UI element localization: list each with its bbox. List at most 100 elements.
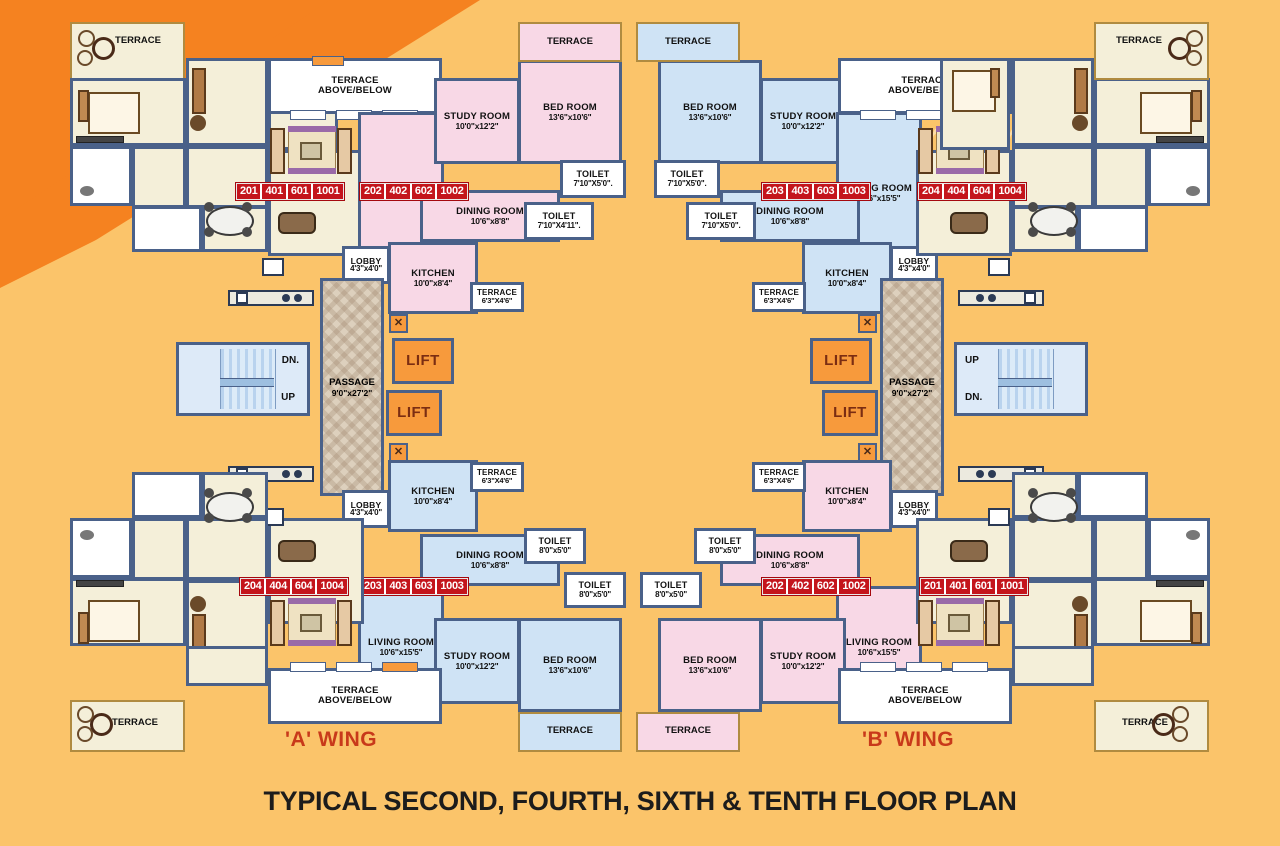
room-study-bl: STUDY ROOM 10'0"x12'2" — [434, 618, 520, 704]
room-label: LOBBY — [898, 499, 930, 510]
passage-dim: 9'0"x27'2" — [891, 387, 933, 398]
furniture-sofa — [918, 128, 933, 174]
lift-left-1[interactable]: LIFT — [392, 338, 454, 384]
room-dim: 13'6"x10'6" — [548, 664, 592, 675]
fixture-wc — [80, 186, 94, 196]
room-label: TOILET — [542, 211, 576, 222]
room-toilet-bl-corner — [70, 518, 132, 578]
room-dim: 6'3"X4'6" — [481, 296, 513, 306]
room-dim: 7'10"X5'0". — [667, 178, 707, 188]
room-bedroom-br: BED ROOM 13'6"x10'6" — [658, 618, 762, 712]
room-dim: 4'3"x4'0" — [350, 508, 382, 518]
wing-label-a: 'A' WING — [285, 728, 378, 751]
furniture-cabinet — [1074, 68, 1088, 114]
room-dim: 4'3"x4'0" — [898, 508, 930, 518]
room-label: STUDY ROOM — [769, 110, 837, 122]
room-label: TOILET — [708, 536, 742, 547]
furniture-sofa — [918, 600, 933, 646]
fixture-sink — [1024, 292, 1036, 304]
room-lobby-tl: LOBBY 4'3"x4'0" — [342, 246, 390, 284]
terrace-bottom-right-corner — [1094, 700, 1209, 752]
unit-number: 204 — [241, 579, 267, 594]
room-dim: 4'3"x4'0" — [350, 264, 382, 274]
furniture-wardrobe — [76, 136, 124, 143]
room-hall-bl-corner — [186, 518, 268, 580]
room-label: TERRACE — [476, 288, 518, 298]
furniture-cabinet — [192, 68, 206, 114]
furniture-bed — [952, 70, 996, 112]
badge-bl-corner[interactable]: 204 404 604 1004 — [240, 578, 348, 595]
window — [860, 662, 896, 672]
unit-number: 201 — [237, 184, 263, 199]
decor-ring-icon — [77, 706, 94, 723]
room-hall-br-corner — [1012, 518, 1094, 580]
terrace-label-top-pink: TERRACE — [547, 36, 593, 47]
lift-left-2[interactable]: LIFT — [386, 390, 442, 436]
unit-number: 403 — [788, 184, 814, 199]
room-study-br: STUDY ROOM 10'0"x12'2" — [760, 618, 846, 704]
badge-tl-inner[interactable]: 202 402 602 1002 — [360, 183, 468, 200]
badge-tl-corner[interactable]: 201 401 601 1001 — [236, 183, 344, 200]
staircase-left[interactable]: DN. UP — [176, 342, 310, 416]
room-dim: 10'0"x8'4" — [413, 495, 453, 506]
lift-label: LIFT — [833, 404, 867, 422]
lift-right-2[interactable]: LIFT — [822, 390, 878, 436]
window — [312, 56, 344, 66]
furniture-chair — [1066, 227, 1076, 237]
terrace-above-below-tl: TERRACE ABOVE/BELOW — [268, 58, 442, 114]
unit-number: 604 — [292, 579, 318, 594]
furniture-wardrobe — [1156, 136, 1204, 143]
room-toilet-bl-1: TOILET 8'0"x5'0" — [524, 528, 586, 564]
room-dim: 10'0"x12'2" — [455, 120, 499, 131]
core-passage-right: PASSAGE 9'0"x27'2" — [880, 278, 944, 496]
furniture-chair — [1066, 202, 1076, 212]
furniture-chair — [1028, 227, 1038, 237]
lift-label: LIFT — [406, 352, 440, 370]
room-label: LIVING ROOM — [845, 636, 913, 648]
room-passage-tl-corner — [132, 146, 186, 208]
unit-number: 604 — [970, 184, 996, 199]
lift-right-1[interactable]: LIFT — [810, 338, 872, 384]
passage-dim: 9'0"x27'2" — [331, 387, 373, 398]
room-label: TOILET — [704, 211, 738, 222]
room-toilet-tl-2: TOILET 7'10"X4'11". — [524, 202, 594, 240]
room-dim: 8'0"x5'0" — [579, 589, 611, 599]
staircase-right[interactable]: UP DN. — [954, 342, 1088, 416]
unit-number: 1002 — [842, 580, 866, 592]
furniture-accent-strip — [288, 598, 336, 604]
window — [860, 110, 896, 120]
room-passage-br-corner — [1094, 518, 1148, 580]
core-passage-left: PASSAGE 9'0"x27'2" — [320, 278, 384, 496]
fixture-washbasin — [988, 508, 1010, 526]
furniture-kitchen-counter — [228, 290, 314, 306]
room-terrace-small-br: TERRACE 6'3"X4'6" — [752, 462, 806, 492]
decor-ring-icon — [78, 30, 95, 47]
room-label: TERRACE — [758, 468, 800, 478]
badge-bl-inner[interactable]: 203 403 603 1003 — [360, 578, 468, 595]
room-label: TOILET — [538, 536, 572, 547]
badge-br-inner[interactable]: 202 402 602 1002 — [762, 578, 870, 595]
unit-number: 401 — [262, 184, 288, 199]
room-study-tr: STUDY ROOM 10'0"x12'2" — [760, 78, 846, 164]
terrace-above-below-bl: TERRACE ABOVE/BELOW — [268, 668, 442, 724]
room-dim: 8'0"x5'0" — [655, 589, 687, 599]
window — [382, 662, 418, 672]
room-dim: 10'6"x15'5" — [857, 646, 901, 657]
room-label: DINING ROOM — [756, 549, 824, 561]
unit-number: 204 — [919, 184, 945, 199]
badge-tr-inner[interactable]: 203 403 603 1003 — [762, 183, 870, 200]
unit-number: 202 — [763, 579, 789, 594]
badge-tr-corner[interactable]: 204 404 604 1004 — [918, 183, 1026, 200]
furniture-chair — [204, 488, 214, 498]
badge-br-corner[interactable]: 201 401 601 1001 — [920, 578, 1028, 595]
furniture-bed — [88, 92, 140, 134]
window — [906, 662, 942, 672]
stair-landing — [219, 378, 274, 387]
decor-ring-icon — [1172, 726, 1188, 742]
room-bedroom-tr: BED ROOM 13'6"x10'6" — [658, 60, 762, 164]
room-bath-tr-corner — [1078, 206, 1148, 252]
decor-ring-icon — [1186, 50, 1202, 66]
room-dim: 10'6"x8'8" — [470, 559, 510, 570]
room-toilet-bl-2: TOILET 8'0"x5'0" — [564, 572, 626, 608]
fixture-washbasin — [988, 258, 1010, 276]
